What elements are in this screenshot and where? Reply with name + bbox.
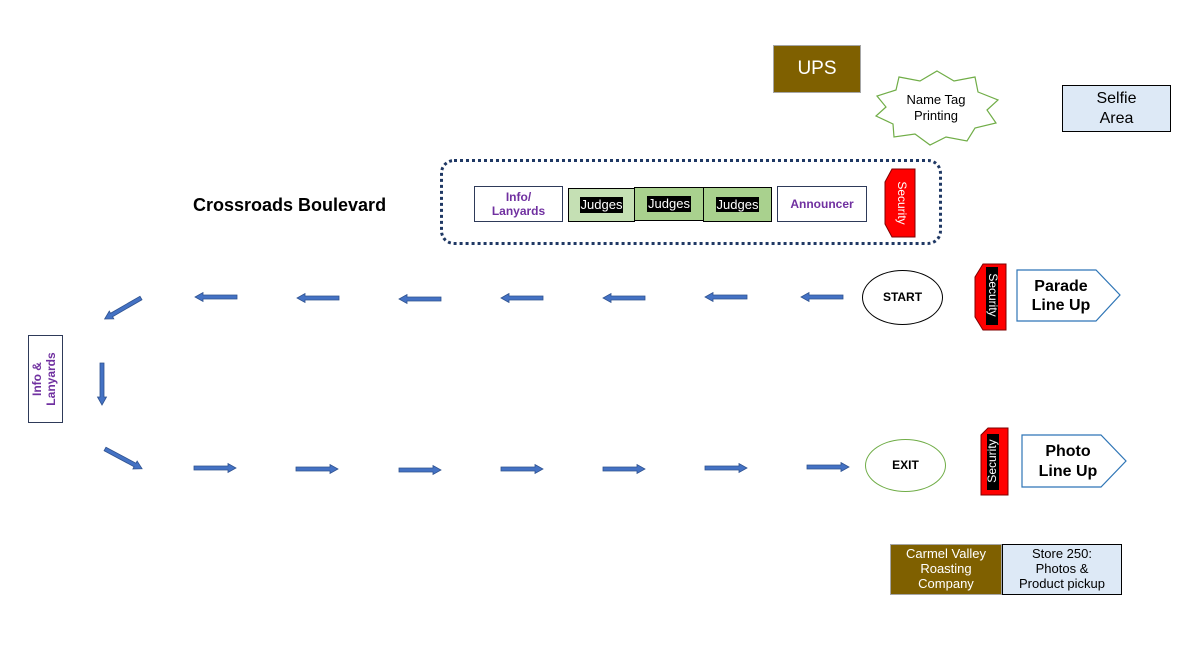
judges-table-group (440, 159, 942, 245)
photo-line-up-shape (1021, 434, 1127, 488)
ups-label: UPS (797, 57, 837, 79)
photo-line-up-label: Photo Line Up (1038, 443, 1098, 480)
arrow-right-3 (398, 465, 442, 475)
name-tag-starburst (874, 70, 1000, 146)
name-tag-label-box: Name Tag Printing (884, 88, 988, 128)
judges-table-1: Judges (568, 188, 635, 222)
judges-label-3: Judges (715, 196, 760, 213)
name-tag-label: Name Tag Printing (906, 92, 966, 123)
info-lanyards-table: Info/ Lanyards (474, 186, 563, 222)
page-title: Crossroads Boulevard (193, 195, 387, 215)
carmel-valley-box: Carmel Valley Roasting Company (890, 544, 1002, 595)
carmel-valley-label: Carmel Valley Roasting Company (906, 546, 986, 591)
parade-line-up-shape (1016, 269, 1121, 322)
ups-box: UPS (773, 45, 861, 93)
start-ellipse: START (862, 270, 943, 325)
parade-line-up-label: Parade Line Up (1031, 277, 1091, 314)
info-lanyards-side-box (28, 335, 63, 423)
arrow-right-6 (704, 463, 748, 473)
exit-ellipse: EXIT (865, 439, 946, 492)
store-250-box: Store 250: Photos & Product pickup (1002, 544, 1122, 595)
arrow-left-2 (704, 292, 748, 302)
photo-line-up-label-box: Photo Line Up (1023, 437, 1113, 486)
arrow-right-7 (806, 462, 850, 472)
announcer-table: Announcer (777, 186, 867, 222)
arrow-diagonal-down-right (102, 444, 145, 474)
security-table-shape (884, 168, 916, 238)
arrow-right-1 (193, 463, 237, 473)
exit-label: EXIT (892, 458, 919, 473)
arrow-left-5 (398, 294, 442, 304)
arrow-down (97, 362, 107, 406)
judges-table-3: Judges (703, 187, 772, 222)
arrow-left-7 (194, 292, 238, 302)
judges-table-2: Judges (634, 187, 704, 221)
arrow-left-1 (800, 292, 844, 302)
arrow-diagonal-down-left (101, 293, 144, 324)
security-top-label-bg (986, 267, 998, 325)
security-bottom-label-bg (987, 434, 999, 490)
arrow-right-4 (500, 464, 544, 474)
announcer-label: Announcer (790, 196, 854, 211)
store-250-label: Store 250: Photos & Product pickup (1019, 546, 1105, 591)
parade-line-up-label-box: Parade Line Up (1018, 272, 1104, 320)
arrow-left-6 (296, 293, 340, 303)
arrow-left-3 (602, 293, 646, 303)
start-label: START (882, 290, 923, 305)
selfie-area-label: Selfie Area (1096, 90, 1137, 127)
arrow-right-5 (602, 464, 646, 474)
arrow-left-4 (500, 293, 544, 303)
judges-label-2: Judges (647, 196, 691, 212)
arrow-right-2 (295, 464, 339, 474)
info-lanyards-table-label: Info/ Lanyards (491, 189, 546, 218)
judges-label-1: Judges (579, 197, 624, 213)
selfie-area-box: Selfie Area (1062, 85, 1171, 132)
